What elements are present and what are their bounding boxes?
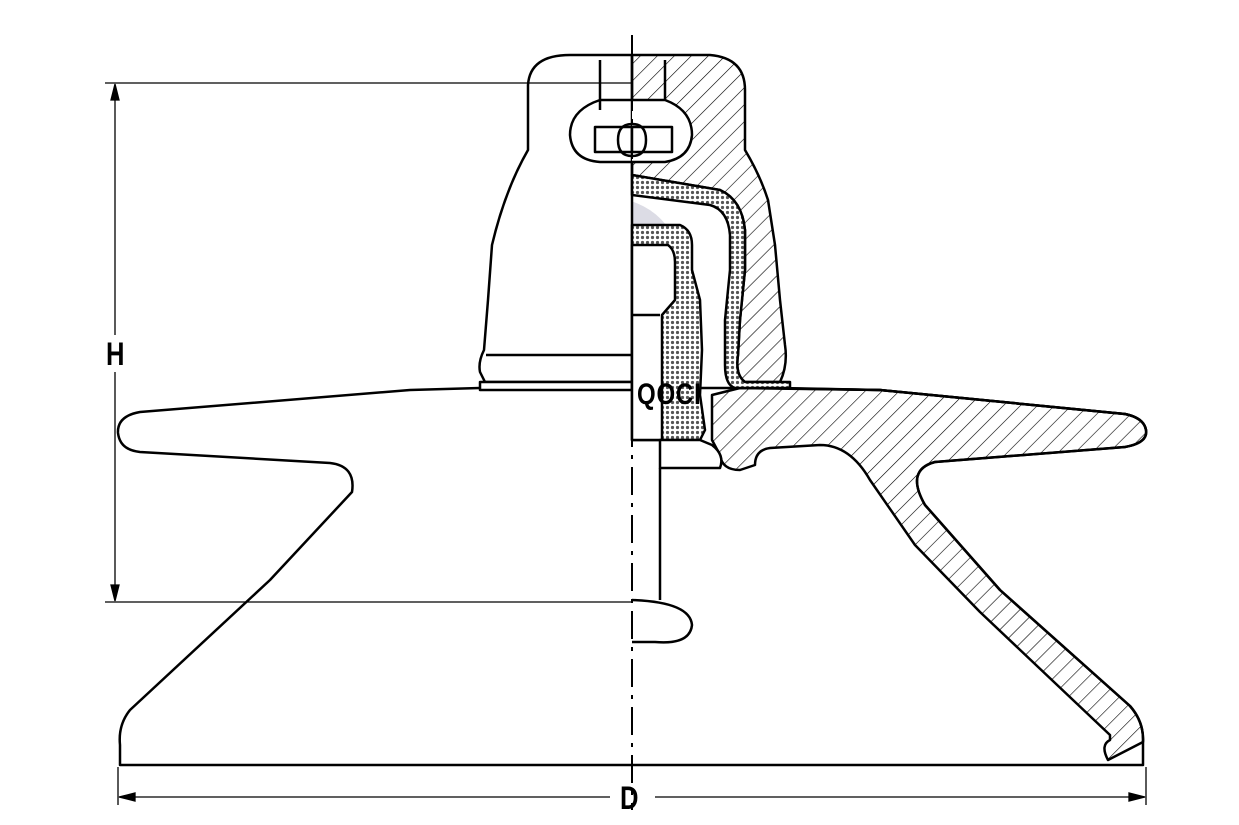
cap-section [630,53,792,390]
height-label: H [106,336,125,372]
dimension-d [117,767,1147,805]
cap-exterior [478,53,634,392]
diameter-label: D [620,780,639,816]
dimension-h [105,82,632,603]
pin-section [630,223,723,644]
marking-text: QOCI [637,378,702,411]
porcelain-section [710,386,1148,762]
